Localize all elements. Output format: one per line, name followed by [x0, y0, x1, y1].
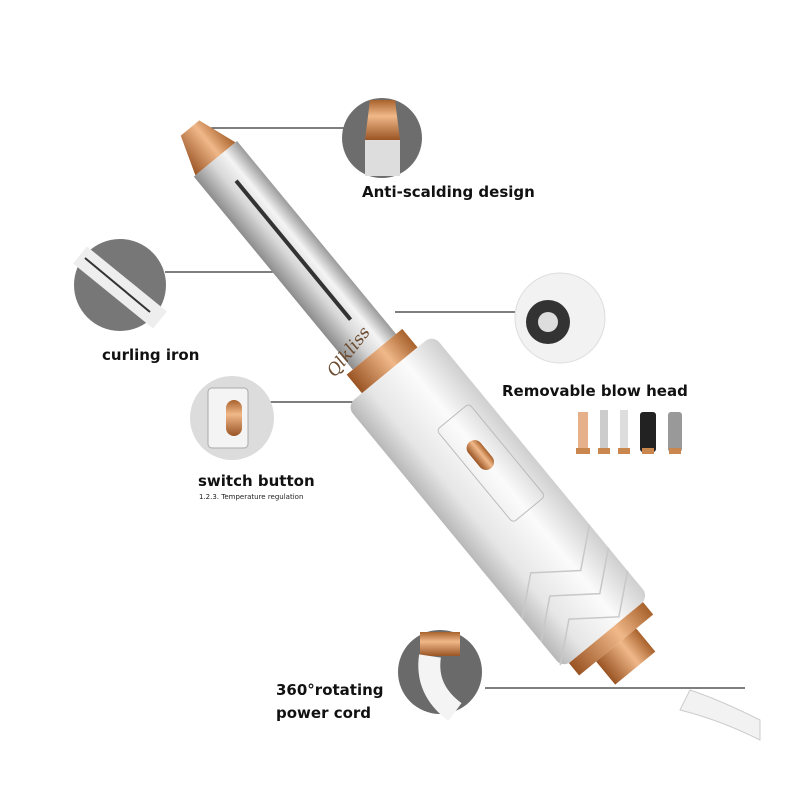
detail-switch — [190, 376, 274, 460]
label-cord-line1: 360°rotating — [276, 681, 384, 699]
detail-cord — [398, 630, 482, 721]
hair-styler-device — [180, 120, 656, 685]
label-anti-scalding: Anti-scalding design — [362, 183, 535, 201]
label-blow-head: Removable blow head — [502, 382, 688, 400]
detail-curling-iron — [73, 239, 167, 331]
base-cap — [568, 602, 654, 676]
handle-body — [350, 338, 646, 665]
label-switch: switch button — [198, 472, 315, 490]
label-switch-sub: 1.2.3. Temperature regulation — [199, 493, 304, 501]
tip-cap — [180, 120, 236, 176]
label-cord-line2: power cord — [276, 704, 372, 722]
detail-anti-scalding — [342, 98, 422, 178]
attachment-set — [576, 410, 682, 454]
detail-blow-head — [514, 272, 606, 364]
collar — [346, 328, 418, 394]
label-curling-iron: curling iron — [102, 346, 200, 364]
switch — [466, 440, 495, 470]
power-cord — [679, 689, 761, 741]
